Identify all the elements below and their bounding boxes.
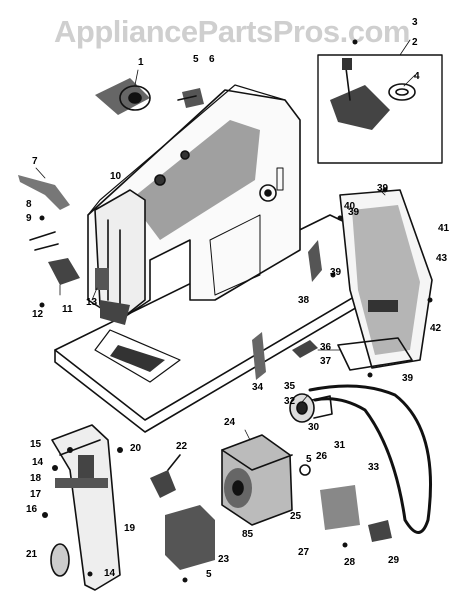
- callout-17: 17: [30, 489, 42, 500]
- callout-14a: 14: [32, 457, 44, 468]
- callout-33: 33: [368, 462, 380, 473]
- arm-window: [209, 214, 261, 296]
- part-36: [292, 340, 318, 358]
- callout-5: 5: [193, 54, 199, 65]
- callout-85: 85: [242, 529, 254, 540]
- screws: [39, 39, 433, 583]
- callout-19: 19: [124, 523, 136, 534]
- part-11-tension: [48, 258, 80, 285]
- arm-screw: [154, 174, 166, 186]
- callout-40: 40: [344, 201, 356, 212]
- callout-30: 30: [308, 422, 320, 433]
- callout-34: 34: [252, 382, 264, 393]
- part-22-switch: [150, 470, 176, 498]
- callout-10: 10: [110, 171, 122, 182]
- callout-43: 43: [436, 253, 448, 264]
- callout-22: 22: [176, 441, 188, 452]
- callout-7: 7: [32, 156, 38, 167]
- callout-3: 3: [412, 17, 418, 28]
- callout-39c: 39: [402, 373, 414, 384]
- arm-slot: [276, 167, 284, 191]
- callout-35: 35: [284, 381, 296, 392]
- part-34: [252, 332, 266, 380]
- callout-32: 32: [284, 396, 296, 407]
- arm-top-ridge: [87, 84, 286, 216]
- callout-4: 4: [414, 71, 420, 82]
- callout-2: 2: [412, 37, 418, 48]
- callout-24: 24: [224, 417, 236, 428]
- callout-25: 25: [290, 511, 302, 522]
- callout-11: 11: [62, 304, 73, 315]
- callout-27: 27: [298, 547, 310, 558]
- callout-39d: 39: [348, 207, 360, 218]
- part-19-controller: [51, 424, 121, 591]
- bed-slot: [94, 329, 181, 383]
- part-33-belt: [308, 384, 432, 534]
- part-27-bracket: [320, 485, 360, 530]
- callout-36: 36: [320, 342, 332, 353]
- part-2-mechanism: [330, 85, 390, 130]
- part-38: [308, 240, 322, 282]
- part-23-block: [165, 505, 215, 570]
- callout-20: 20: [130, 443, 142, 454]
- callout-1: 1: [138, 57, 144, 68]
- callout-8: 8: [26, 199, 32, 210]
- callout-28: 28: [344, 557, 356, 568]
- presser-foot: [100, 300, 130, 325]
- callout-29: 29: [388, 555, 400, 566]
- callout-39b: 39: [330, 267, 342, 278]
- part-6-bracket: [182, 88, 204, 108]
- part-29: [368, 520, 392, 542]
- callout-5b: 5: [206, 569, 212, 580]
- callout-41: 41: [438, 223, 450, 234]
- internal-mechanism: [130, 120, 260, 240]
- callout-31: 31: [334, 440, 346, 451]
- callout-38: 38: [298, 295, 310, 306]
- hand-wheel-hub: [259, 184, 277, 202]
- callout-9: 9: [26, 213, 32, 224]
- part-18: [55, 478, 108, 488]
- callout-16: 16: [26, 504, 38, 515]
- leader-lines: [35, 39, 416, 441]
- feed-dog-plate: [110, 345, 165, 372]
- callout-23: 23: [218, 554, 230, 565]
- callout-12: 12: [32, 309, 44, 320]
- part-2-inset-box: [317, 54, 443, 164]
- callout-18: 18: [30, 473, 42, 484]
- part-13: [95, 268, 109, 290]
- side-cover-inner: [352, 205, 420, 355]
- callout-42: 42: [430, 323, 442, 334]
- callout-37: 37: [320, 356, 332, 367]
- callout-39a: 39: [377, 183, 389, 194]
- callout-15: 15: [30, 439, 42, 450]
- part-1-spool: [95, 78, 151, 115]
- part-21: [50, 543, 70, 577]
- callout-13: 13: [86, 297, 98, 308]
- callout-5c: 5: [306, 454, 312, 465]
- part-4-washer: [388, 83, 416, 101]
- callout-21: 21: [26, 549, 38, 560]
- callout-14b: 14: [104, 568, 116, 579]
- callout-26: 26: [316, 451, 328, 462]
- callout-6: 6: [209, 54, 215, 65]
- part-7-lever: [18, 175, 70, 210]
